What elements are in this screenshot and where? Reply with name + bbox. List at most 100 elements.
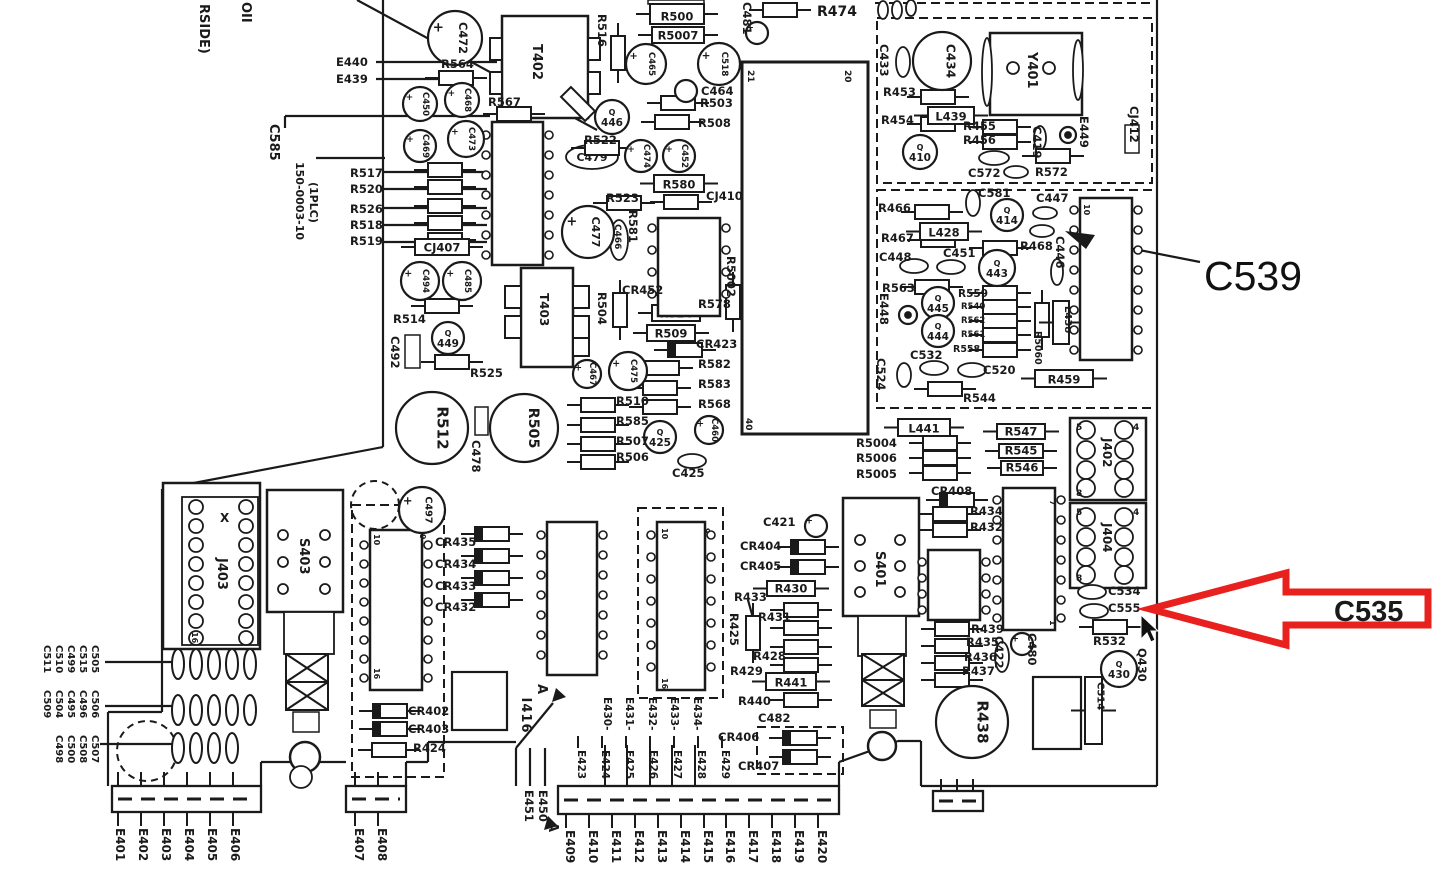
label-q444: 444 [927,331,949,343]
label-R454: R454 [881,113,914,127]
label-CJ407: CJ407 [424,241,461,255]
label-C433: C433 [877,44,891,76]
resistor [1034,302,1050,338]
ic-pin [1133,245,1143,255]
hole [319,556,331,568]
hole [188,575,204,591]
label-CR434: CR434 [435,557,476,571]
cap-round [803,513,829,539]
label-CR432: CR432 [435,600,476,614]
label-C473: C473 [466,127,476,151]
label-E401: E401 [113,828,127,861]
label-E425: E425 [623,750,635,779]
resistor [982,285,1018,301]
hole [1076,460,1096,480]
ic-pin [1133,305,1143,315]
resistor [783,692,819,708]
ic-pin [721,245,731,255]
pad-oval [225,732,239,764]
label-8: 8 [1076,574,1082,584]
ic-pin [1133,325,1143,335]
label-4: 4 [1133,508,1139,518]
pad-oval [171,648,185,680]
cap-c472 [426,9,484,67]
component-body [283,611,335,655]
switch-hatch [861,679,905,707]
ic-pin [646,640,656,650]
ic-pin [536,550,546,560]
resistor [982,342,1018,358]
ic-pin [359,559,369,569]
hole [238,613,254,629]
ic-pin [1056,575,1066,585]
cap-round [744,20,770,46]
c539-annotation: C539 [1204,253,1302,299]
hole [894,534,906,546]
label-C498: C498 [53,735,64,763]
cap-c518 [696,41,742,87]
pad-oval [171,732,185,764]
hole [854,560,866,572]
label-150-0003-10: 150-0003-10 [293,162,306,240]
label-CR435: CR435 [435,535,476,549]
diode-band [475,593,483,607]
c535-arrow [1136,568,1432,650]
ic-pin [647,223,657,233]
label-R568: R568 [698,397,731,411]
label-CR402: CR402 [408,704,449,718]
component-body [504,285,522,309]
label-R558: R558 [953,344,981,355]
label-C465: C465 [646,52,656,76]
ic-pin [423,578,433,588]
ic-pin [481,210,491,220]
label-L439: L439 [935,110,966,124]
label-E440: E440 [336,55,368,69]
label-5: 5 [1076,423,1082,433]
pad-oval [189,732,203,764]
label-J403: J403 [214,557,229,590]
ic-pin [481,250,491,260]
label-Q430: Q430 [1135,648,1149,682]
hole [1114,420,1134,440]
label-7: 7 [1048,500,1057,506]
hole [1114,460,1134,480]
component-body [489,71,503,95]
label-R441: R441 [775,676,808,690]
diode-band [475,549,483,563]
capacitor-oval [1032,206,1058,220]
transistor-q444 [920,313,956,349]
label-9: 9 [702,528,711,534]
hole [1114,507,1134,527]
ic-pin [706,662,716,672]
label-21: 21 [745,70,755,83]
cap-c434 [911,30,973,92]
ic-pin [917,573,927,583]
label-E406: E406 [228,828,242,861]
plus-mark: + [629,51,637,62]
label-C467: C467 [587,362,597,386]
hole [277,529,289,541]
capacitor-oval [905,0,917,17]
label-q: Q [1004,206,1011,215]
label-R509: R509 [655,327,688,341]
label-C475: C475 [628,359,638,383]
ic-pin [706,574,716,584]
label-q: Q [657,428,664,437]
resistor [920,89,956,105]
label-CR403: CR403 [408,722,449,736]
boxed-component [996,423,1046,440]
label-R544: R544 [963,391,996,405]
diode-band [783,731,791,745]
label-R434: R434 [970,504,1003,518]
hole [188,499,204,515]
ic-pin [917,589,927,599]
ic-pin [423,635,433,645]
component-body [587,37,601,61]
label-R5002: R5002 [724,256,738,297]
plus-mark: + [406,135,414,145]
label-R437: R437 [962,664,995,678]
cap-c477 [560,204,616,260]
cap-c452 [661,138,697,174]
ic-pin [481,150,491,160]
resistor [934,655,970,671]
